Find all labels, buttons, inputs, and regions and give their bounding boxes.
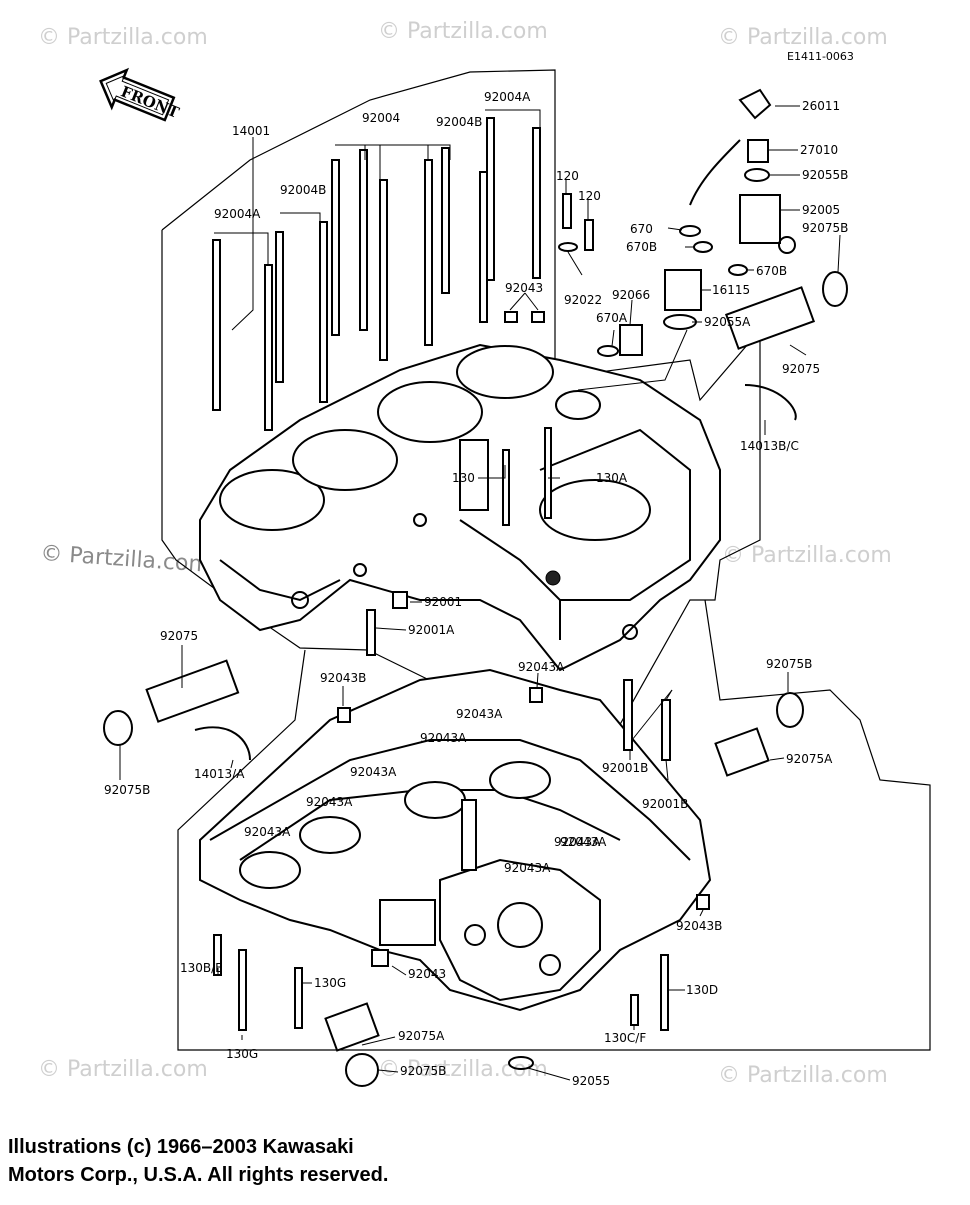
callout: 92004 bbox=[362, 111, 400, 125]
leader-lines bbox=[119, 105, 841, 1081]
callout: 92043A bbox=[306, 795, 353, 809]
callout: 92001 bbox=[424, 595, 462, 609]
lower-side-parts bbox=[103, 659, 804, 1087]
callout: 92005 bbox=[802, 203, 840, 217]
callout: 670B bbox=[626, 240, 657, 254]
callout: 130A bbox=[596, 471, 628, 485]
callout: 130C/F bbox=[604, 1031, 646, 1045]
callout: 130G bbox=[314, 976, 346, 990]
callout: 92043A bbox=[518, 660, 565, 674]
callout: 130B/E bbox=[180, 961, 223, 975]
callout: 92043A bbox=[560, 835, 607, 849]
callout: 27010 bbox=[800, 143, 838, 157]
callout: 92043B bbox=[676, 919, 722, 933]
callout: 92075 bbox=[782, 362, 820, 376]
callout: 92075B bbox=[104, 783, 150, 797]
callout: 670B bbox=[756, 264, 787, 278]
watermark: © Partzilla.com bbox=[378, 19, 548, 44]
callout: 92075 bbox=[160, 629, 198, 643]
watermark-strong: © Partzilla.com bbox=[40, 541, 211, 578]
lower-crankcase bbox=[199, 668, 712, 1012]
watermark: © Partzilla.com bbox=[38, 1057, 208, 1082]
diagram-code: E1411-0063 bbox=[787, 50, 854, 63]
callout: 120 bbox=[556, 169, 579, 183]
callout: 92075B bbox=[400, 1064, 446, 1078]
callout: 92001A bbox=[408, 623, 455, 637]
callout: 92004A bbox=[484, 90, 531, 104]
callout: 92043A bbox=[420, 731, 467, 745]
callout-labels: 14001 92004 92004A 92004B 92004B 92004A … bbox=[104, 90, 848, 1088]
upper-crankcase bbox=[199, 343, 721, 672]
callout: 130 bbox=[452, 471, 475, 485]
callout: 14013/A bbox=[194, 767, 245, 781]
callout: 92004B bbox=[280, 183, 326, 197]
callout: 92004B bbox=[436, 115, 482, 129]
callout: 92055B bbox=[802, 168, 848, 182]
copyright-line-1: Illustrations (c) 1966–2003 Kawasaki bbox=[8, 1136, 354, 1158]
copyright-line-2: Motors Corp., U.S.A. All rights reserved… bbox=[8, 1164, 389, 1186]
watermark: © Partzilla.com bbox=[38, 25, 208, 50]
callout: 92043A bbox=[504, 861, 551, 875]
callout: 92075B bbox=[802, 221, 848, 235]
callout: 92043A bbox=[244, 825, 291, 839]
callout: 26011 bbox=[802, 99, 840, 113]
callout: 130D bbox=[686, 983, 718, 997]
callout: 92055 bbox=[572, 1074, 610, 1088]
callout: 92004A bbox=[214, 207, 261, 221]
callout: 120 bbox=[578, 189, 601, 203]
front-arrow-icon: FRONT bbox=[99, 67, 182, 122]
breather-assembly bbox=[366, 88, 848, 656]
callout: 670A bbox=[596, 311, 628, 325]
callout: 92075A bbox=[786, 752, 833, 766]
callout: 130G bbox=[226, 1047, 258, 1061]
callout: 92043A bbox=[456, 707, 503, 721]
callout: 14013B/C bbox=[740, 439, 799, 453]
callout: 92043A bbox=[554, 835, 601, 849]
callout: 92075B bbox=[766, 657, 812, 671]
callout: 14001 bbox=[232, 124, 270, 138]
watermark: © Partzilla.com bbox=[718, 25, 888, 50]
callout: 92043 bbox=[408, 967, 446, 981]
callout: 92022 bbox=[564, 293, 602, 307]
watermark: © Partzilla.com bbox=[722, 543, 892, 568]
callout: 16115 bbox=[712, 283, 750, 297]
callout: 92066 bbox=[612, 288, 650, 302]
callout: 92043A bbox=[350, 765, 397, 779]
callout: 92001B bbox=[642, 797, 688, 811]
callout: 92055A bbox=[704, 315, 751, 329]
cylinder-studs bbox=[212, 117, 552, 526]
watermark: © Partzilla.com bbox=[718, 1063, 888, 1088]
callout: 670 bbox=[630, 222, 653, 236]
callout: 92043 bbox=[505, 281, 543, 295]
callout: 92001B bbox=[602, 761, 648, 775]
callout: 92075A bbox=[398, 1029, 445, 1043]
callout: 92043B bbox=[320, 671, 366, 685]
